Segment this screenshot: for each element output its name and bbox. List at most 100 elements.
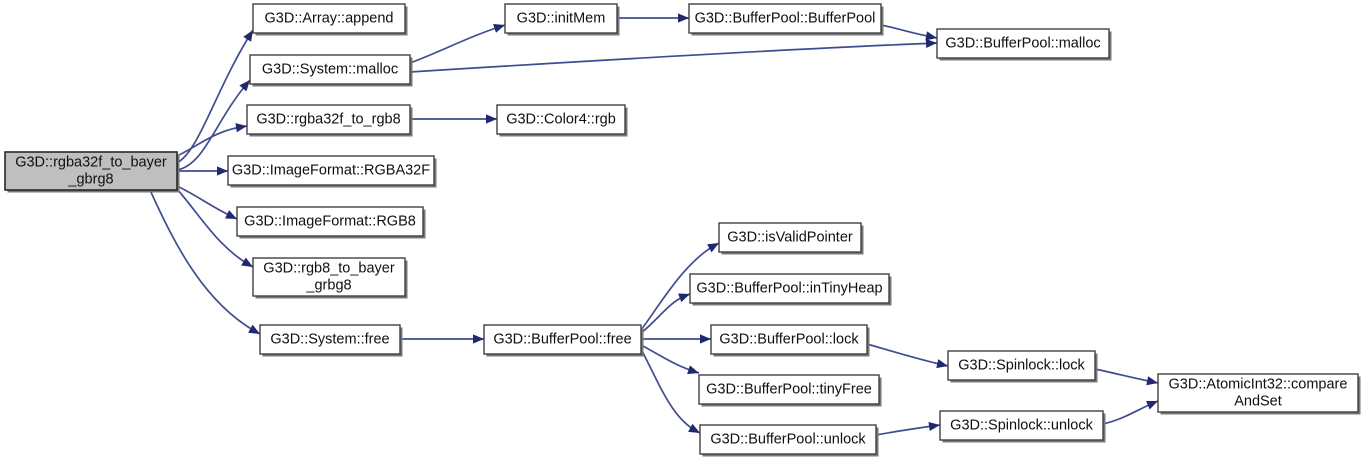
- arrowhead-icon: [493, 24, 505, 33]
- node-box[interactable]: [259, 324, 401, 355]
- arrowhead-icon: [248, 324, 260, 334]
- graph-node-init_mem[interactable]: G3D::initMem: [504, 3, 620, 36]
- graph-node-bufferpool_unlock[interactable]: G3D::BufferPool::unlock: [699, 424, 879, 457]
- graph-node-rgb8_to_bayer[interactable]: G3D::rgb8_to_bayer_grbg8: [252, 257, 408, 299]
- node-layer: G3D::rgba32f_to_bayer_gbrg8 G3D::Array::a…: [4, 3, 1361, 457]
- call-edge-bufferpool_free-to-is_valid_pointer: [640, 242, 720, 331]
- node-box[interactable]: [483, 324, 642, 355]
- graph-node-imgfmt_rgba32f[interactable]: G3D::ImageFormat::RGBA32F: [227, 155, 437, 188]
- node-box[interactable]: [947, 350, 1096, 381]
- call-edge-root-to-array_append: [176, 29, 254, 164]
- call-edge-bufferpool_lock-to-spinlock_lock: [866, 343, 949, 369]
- node-label: G3D::System::free: [270, 331, 389, 347]
- call-edge-system_free-to-bufferpool_free: [400, 334, 484, 344]
- graph-node-tiny_free[interactable]: G3D::BufferPool::tinyFree: [698, 374, 882, 407]
- node-box[interactable]: [504, 3, 618, 34]
- node-box[interactable]: [710, 324, 868, 355]
- graph-node-system_malloc[interactable]: G3D::System::malloc: [249, 54, 413, 87]
- node-box[interactable]: [227, 155, 435, 186]
- arrowhead-icon: [235, 123, 247, 133]
- call-edge-spinlock_lock-to-atomic_cas: [1094, 368, 1159, 386]
- call-edge-bufferpool_free-to-in_tiny_heap: [640, 293, 691, 334]
- node-label: G3D::BufferPool::lock: [719, 331, 859, 347]
- arrowhead-icon: [486, 114, 497, 124]
- node-box[interactable]: [246, 104, 411, 135]
- call-edge-root-to-imgfmt_rgba32f: [177, 166, 228, 176]
- call-edge-root-to-rgb8_to_bayer: [176, 188, 254, 268]
- call-edge-bufferpool_ctor-to-bufferpool_malloc: [880, 24, 938, 41]
- graph-node-bufferpool_lock[interactable]: G3D::BufferPool::lock: [710, 324, 870, 357]
- node-box[interactable]: [698, 374, 880, 405]
- call-edge-bufferpool_free-to-bufferpool_lock: [641, 334, 711, 344]
- arrowhead-icon: [239, 80, 250, 92]
- node-label: G3D::rgba32f_to_rgb8: [256, 111, 400, 127]
- node-label: G3D::ImageFormat::RGBA32F: [232, 162, 430, 178]
- node-label: G3D::BufferPool::unlock: [710, 431, 866, 447]
- graph-node-spinlock_lock[interactable]: G3D::Spinlock::lock: [947, 350, 1098, 383]
- arrowhead-icon: [925, 31, 937, 41]
- node-label: G3D::BufferPool::tinyFree: [706, 381, 872, 397]
- node-box[interactable]: [249, 54, 411, 85]
- node-label: G3D::rgb8_to_bayer: [263, 260, 395, 276]
- arrowhead-icon: [688, 423, 700, 433]
- arrowhead-icon: [243, 30, 253, 42]
- edge-line: [409, 24, 506, 64]
- call-edge-root-to-rgba32f_to_rgb8: [176, 123, 248, 157]
- edge-line: [176, 125, 248, 157]
- arrowhead-icon: [225, 210, 237, 219]
- call-edge-system_malloc-to-init_mem: [409, 24, 506, 64]
- graph-node-rgba32f_to_rgb8[interactable]: G3D::rgba32f_to_rgb8: [246, 104, 413, 137]
- graph-node-system_free[interactable]: G3D::System::free: [259, 324, 403, 357]
- node-box[interactable]: [252, 257, 406, 297]
- graph-node-bufferpool_malloc[interactable]: G3D::BufferPool::malloc: [936, 28, 1112, 61]
- call-edge-system_malloc-to-bufferpool_malloc: [409, 38, 938, 73]
- call-edge-bufferpool_free-to-tiny_free: [640, 344, 700, 375]
- node-label: G3D::Spinlock::lock: [958, 357, 1085, 373]
- node-box[interactable]: [1157, 373, 1359, 413]
- node-label: G3D::initMem: [517, 10, 606, 26]
- node-box[interactable]: [688, 3, 882, 34]
- node-box[interactable]: [252, 3, 406, 34]
- edge-line: [409, 42, 938, 73]
- call-edge-init_mem-to-bufferpool_ctor: [617, 13, 689, 23]
- node-box[interactable]: [236, 206, 424, 237]
- node-box[interactable]: [4, 151, 178, 191]
- graph-node-in_tiny_heap[interactable]: G3D::BufferPool::inTinyHeap: [689, 273, 892, 306]
- call-edge-root-to-system_free: [149, 189, 261, 335]
- graph-node-is_valid_pointer[interactable]: G3D::isValidPointer: [718, 222, 864, 255]
- graph-node-bufferpool_ctor[interactable]: G3D::BufferPool::BufferPool: [688, 3, 884, 36]
- graph-node-root[interactable]: G3D::rgba32f_to_bayer_gbrg8: [4, 151, 180, 193]
- call-edge-bufferpool_free-to-bufferpool_unlock: [640, 348, 701, 434]
- node-label: G3D::System::malloc: [262, 61, 398, 77]
- arrowhead-icon: [241, 257, 253, 267]
- arrowhead-icon: [928, 421, 940, 432]
- node-label: G3D::BufferPool::malloc: [945, 35, 1100, 51]
- node-box[interactable]: [939, 410, 1104, 441]
- call-edge-spinlock_unlock-to-atomic_cas: [1102, 400, 1159, 425]
- call-edge-bufferpool_unlock-to-spinlock_unlock: [875, 421, 941, 436]
- arrowhead-icon: [925, 38, 937, 49]
- node-box[interactable]: [689, 273, 890, 304]
- call-edge-rgba32f_to_rgb8-to-color4_rgb: [410, 114, 497, 124]
- node-label: G3D::BufferPool::free: [493, 331, 631, 347]
- graph-node-spinlock_unlock[interactable]: G3D::Spinlock::unlock: [939, 410, 1106, 443]
- node-box[interactable]: [699, 424, 877, 455]
- node-label: G3D::AtomicInt32::compare: [1169, 376, 1348, 392]
- arrowhead-icon: [707, 243, 719, 253]
- node-label: _gbrg8: [67, 171, 113, 187]
- arrowhead-icon: [473, 334, 484, 344]
- node-label: _grbg8: [305, 277, 351, 293]
- node-box[interactable]: [936, 28, 1110, 59]
- arrowhead-icon: [1146, 376, 1158, 386]
- arrowhead-icon: [700, 334, 711, 344]
- edge-line: [866, 343, 949, 367]
- graph-node-color4_rgb[interactable]: G3D::Color4::rgb: [496, 104, 628, 137]
- node-box[interactable]: [718, 222, 862, 253]
- graph-node-bufferpool_free[interactable]: G3D::BufferPool::free: [483, 324, 644, 357]
- graph-node-imgfmt_rgb8[interactable]: G3D::ImageFormat::RGB8: [236, 206, 426, 239]
- graph-node-array_append[interactable]: G3D::Array::append: [252, 3, 408, 36]
- node-box[interactable]: [496, 104, 626, 135]
- arrowhead-icon: [217, 166, 228, 176]
